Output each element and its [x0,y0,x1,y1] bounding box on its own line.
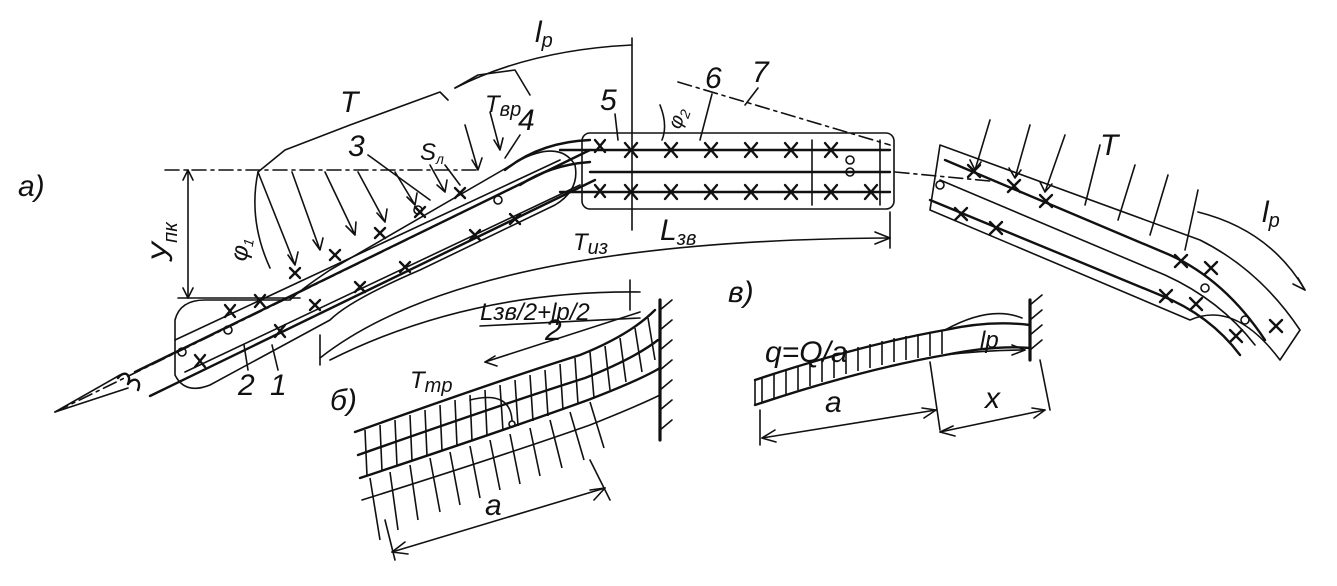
band-mid [356,338,660,457]
beam-bottom [753,346,1032,407]
band-bottom [358,366,662,480]
callout-4: 4 [518,104,535,137]
callout-6: 6 [705,62,722,95]
bracket-Tvr [454,69,531,96]
band-lower [361,394,661,501]
callout-2: 2 [237,369,255,402]
callout-5: 5 [600,84,617,117]
label-a-b: a [485,489,502,522]
dimension-half [329,291,641,361]
callout-3: 3 [348,130,365,163]
label-Tmp: Тmp [410,367,452,397]
panel-a-label: а) [18,170,45,203]
panel-b-label: б) [330,384,357,417]
callout-3-leader [367,154,431,201]
right-upper-string [943,158,1267,342]
label-Tvr: Твр [485,91,521,121]
band-top [353,308,657,434]
pipe-upper-edge [133,148,592,374]
panel-a: а) [18,16,1306,413]
pipe-tip [54,374,129,413]
middle-group-outline [581,132,895,210]
dimension-a-c [761,409,937,439]
pipe-break-mark [116,372,141,392]
right-axis [939,179,1256,346]
callout-7: 7 [752,56,770,89]
dimension-Lzv [319,237,891,359]
string-line-1 [174,159,561,341]
bracket-lp-top [454,44,633,89]
support-marks-right [935,163,1284,344]
load-arrows-right [969,119,1199,251]
support-marks-middle [593,138,881,206]
phi1-arc [254,171,271,269]
bracket-T [257,91,449,173]
callout-4-leader [504,134,521,159]
label-Lzv: Lзв [660,214,696,250]
panel-b: б) Тmp a [330,298,673,561]
label-Sl: Sл [420,139,444,167]
label-T-right: Т [1100,129,1121,162]
support-marks-left [177,186,522,369]
label-phi2: φ2 [664,104,694,132]
band-hatching [364,317,656,541]
label-Tiz: Тиз [573,229,608,259]
label-Ypk: Упк [146,221,182,263]
beam-top [753,322,1032,382]
panel-c: в) q=Q/a lр a x [728,276,1051,446]
label-T-left: Т [340,86,361,119]
label-a-c: a [825,386,842,419]
pipe-lower-edge [148,178,597,398]
line-7 [677,81,891,146]
label-lp-top: lр [535,16,553,52]
dimension-a-b [391,487,606,553]
callout-1: 1 [270,369,287,402]
label-x: x [983,382,1001,415]
panel-c-label: в) [728,276,754,309]
label-phi1: φ1 [225,235,257,263]
right-lower-string [928,198,1242,357]
load-arrows-left [257,111,504,266]
left-group-outline [174,150,577,390]
bend-connection [503,138,592,187]
phi2-arc [659,104,666,141]
string-line-2 [184,184,581,373]
right-group-outline [929,144,1301,361]
dimension-x [939,409,1046,433]
label-lp-right: lр [1262,196,1280,232]
axis-line-right [894,171,1001,183]
distributed-load-hatching [754,330,943,405]
bracket-lp-right [1197,211,1306,291]
label-Sl-leader [444,164,461,186]
label-lp-c: lр [980,327,999,354]
